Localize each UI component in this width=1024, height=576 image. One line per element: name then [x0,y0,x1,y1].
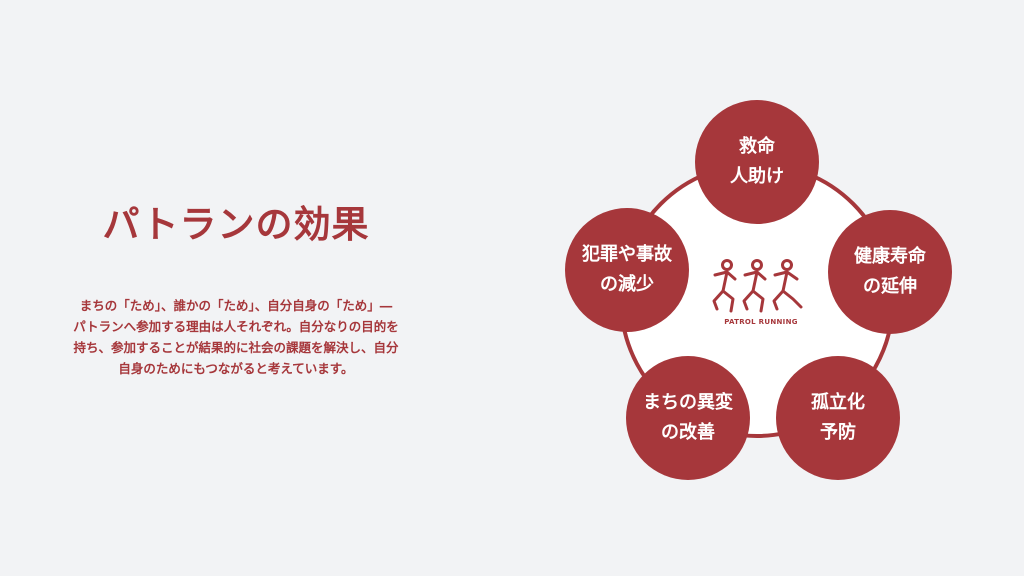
node-label-line2: の改善 [661,422,715,443]
node-label-line1: 健康寿命 [854,246,926,267]
description-line: 自身のためにもつながると考えています。 [118,361,354,376]
effect-node-isolation-prevention: 孤立化 予防 [776,356,900,480]
effect-node-crime-reduction: 犯罪や事故 の減少 [565,208,689,332]
node-label-line2: の減少 [600,274,654,295]
logo-text: PATROL RUNNING [724,318,798,326]
description-line: まちの「ため」、誰かの「ため」、自分自身の「ため」― [79,298,393,313]
effect-node-town-improvement: まちの異変 の改善 [626,356,750,480]
description-line: パトランへ参加する理由は人それぞれ。自分なりの目的を [73,319,399,334]
node-label-line1: 犯罪や事故 [582,244,672,265]
node-label-line2: 予防 [820,422,856,443]
description-line: 持ち、参加することが結果的に社会の課題を解決し、自分 [73,340,399,355]
node-label-line1: まちの異変 [643,392,733,413]
runners-icon [712,259,803,313]
effect-node-healthy-life: 健康寿命 の延伸 [828,210,952,334]
node-label-line2: 人助け [730,166,784,187]
node-label-line1: 孤立化 [811,392,865,413]
effects-diagram: PATROL RUNNING 救命 人助け 健康寿命 の延伸 孤立化 予防 まち… [560,100,960,480]
effect-node-lifesaving: 救命 人助け [695,100,819,224]
node-label-line1: 救命 [739,136,775,157]
page-title: パトランの効果 [102,203,370,246]
patrol-running-logo: PATROL RUNNING [705,255,817,347]
node-label-line2: の延伸 [863,276,917,297]
description-text: まちの「ため」、誰かの「ため」、自分自身の「ため」― パトランへ参加する理由は人… [40,295,432,379]
